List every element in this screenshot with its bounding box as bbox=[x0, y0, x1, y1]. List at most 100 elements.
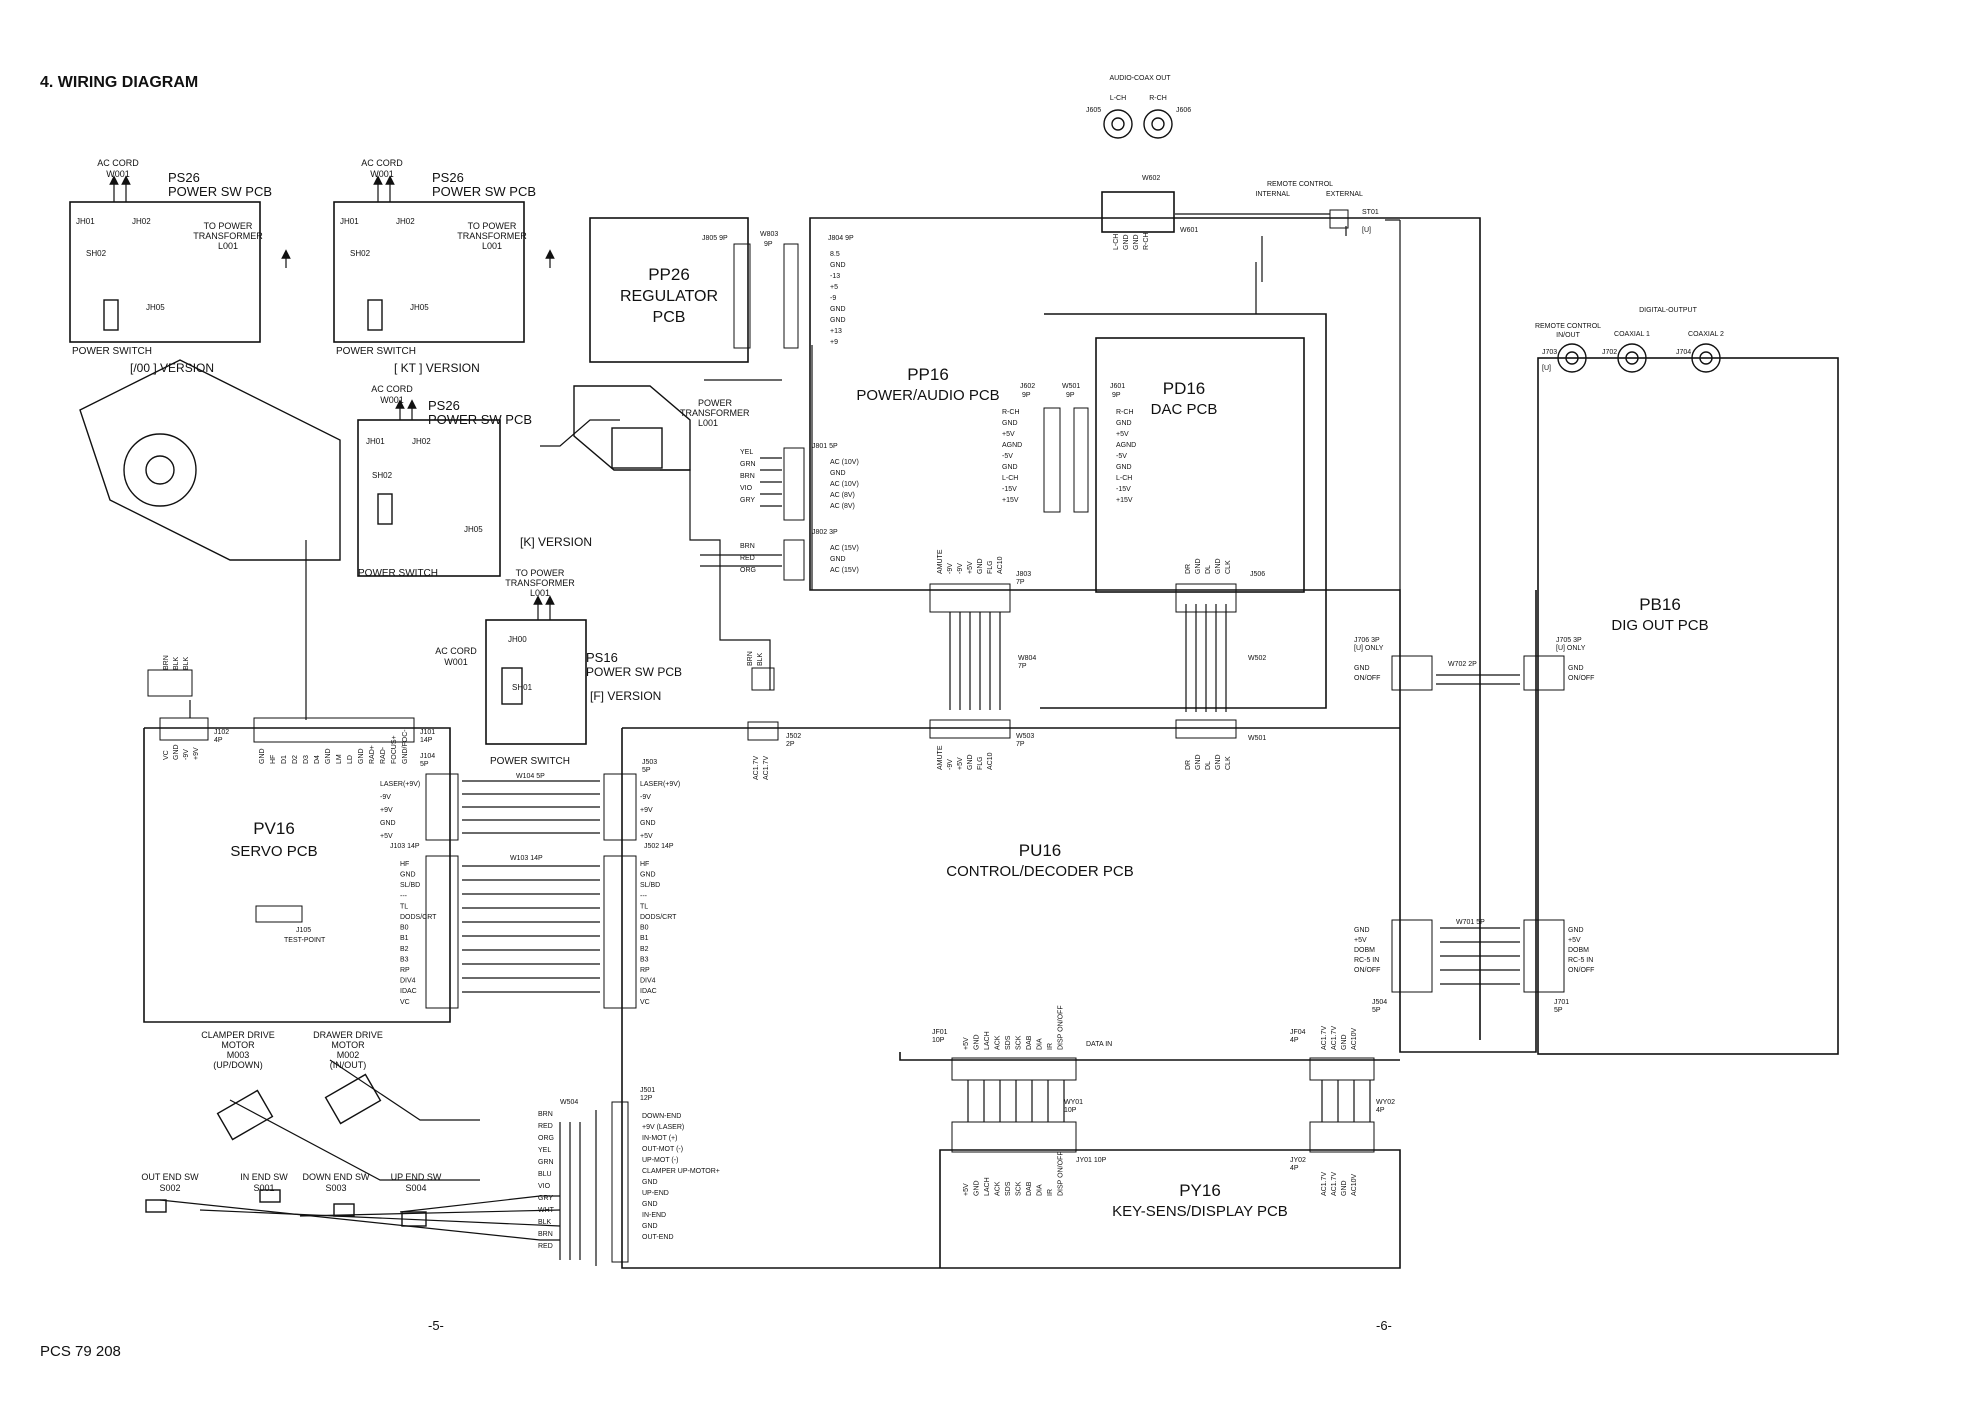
pin-label: GND bbox=[380, 820, 396, 827]
pin-label: AC10V bbox=[1351, 1027, 1358, 1050]
pin-label: IR bbox=[1047, 1189, 1054, 1196]
audio-connector-w601 bbox=[1101, 191, 1175, 233]
label: DIGITAL-OUTPUT bbox=[1639, 307, 1698, 314]
wire-color-label: GRN bbox=[740, 461, 756, 468]
pb16-board bbox=[1537, 357, 1839, 1055]
label: JH05 bbox=[146, 303, 165, 312]
label: 12P bbox=[640, 1095, 653, 1102]
pin-label: GND bbox=[1133, 234, 1140, 250]
pin-label: DOBM bbox=[1354, 947, 1375, 954]
pin-label: GND bbox=[642, 1179, 658, 1186]
switch-label: POWER SWITCH bbox=[336, 346, 416, 357]
board-name: POWER SW PCB bbox=[428, 412, 532, 427]
pin-label: ON/OFF bbox=[1568, 967, 1594, 974]
pin-label: -9V bbox=[640, 794, 651, 801]
label: J704 bbox=[1676, 349, 1691, 356]
switch-label: POWER SWITCH bbox=[358, 568, 438, 579]
board-name: PS26 bbox=[428, 398, 460, 413]
label: J104 bbox=[420, 753, 435, 760]
component-sketches bbox=[79, 109, 1721, 1227]
label: 5P bbox=[1372, 1007, 1381, 1014]
label: POWER bbox=[698, 398, 733, 408]
switch-s003 bbox=[333, 1203, 355, 1217]
wire-color-label: GRY bbox=[538, 1195, 553, 1202]
pin-label: D2 bbox=[292, 755, 299, 764]
label: 5P bbox=[420, 761, 429, 768]
label: [U] bbox=[1542, 365, 1551, 372]
pin-label: GND bbox=[1195, 754, 1202, 770]
pin-label: +5V bbox=[640, 833, 653, 840]
pin-label: -9V bbox=[947, 759, 954, 770]
pin-label: +9V bbox=[193, 747, 200, 760]
pp26-board bbox=[589, 217, 749, 363]
label: J602 bbox=[1020, 383, 1035, 390]
py16-title: PY16 bbox=[1179, 1181, 1221, 1200]
pin-label: GND bbox=[325, 748, 332, 764]
pp16-inner bbox=[1040, 313, 1327, 709]
label: J504 bbox=[1372, 999, 1387, 1006]
pin-label: GND bbox=[640, 820, 656, 827]
pin-label: RC-5 IN bbox=[1568, 957, 1593, 964]
pin-label: +5V bbox=[957, 757, 964, 770]
label: JF04 bbox=[1290, 1029, 1306, 1036]
wire-harnesses bbox=[159, 213, 1520, 1266]
pin-label: AC1.7V bbox=[1331, 1026, 1338, 1050]
board-name: PS16 bbox=[586, 650, 618, 665]
pu16-subtitle: CONTROL/DECODER PCB bbox=[946, 863, 1134, 880]
wire-color-label: GRN bbox=[538, 1159, 554, 1166]
label: WY01 bbox=[1064, 1099, 1083, 1106]
pin-label: AC1.7V bbox=[1321, 1172, 1328, 1196]
label: 2P bbox=[786, 741, 795, 748]
label: W001 bbox=[106, 169, 130, 179]
pin-label: GND bbox=[1341, 1180, 1348, 1196]
pin-label: B0 bbox=[640, 925, 649, 932]
pin-label: AC (15V) bbox=[830, 545, 859, 552]
label: J702 bbox=[1602, 349, 1617, 356]
page-title: 4. WIRING DIAGRAM bbox=[40, 74, 198, 91]
label: W504 bbox=[560, 1099, 578, 1106]
label: AC CORD bbox=[97, 158, 139, 168]
label: REMOTE CONTROL bbox=[1267, 181, 1333, 188]
label: MOTOR bbox=[221, 1040, 255, 1050]
label: J105 bbox=[296, 927, 311, 934]
jack-j704 bbox=[1691, 343, 1721, 373]
label: MOTOR bbox=[331, 1040, 365, 1050]
connector-blocks bbox=[147, 209, 1565, 1263]
switch-title: OUT END SW bbox=[141, 1172, 199, 1182]
label: JH00 bbox=[508, 635, 527, 644]
pin-label: --- bbox=[640, 893, 648, 900]
label: J502 14P bbox=[644, 843, 674, 850]
label: W001 bbox=[380, 395, 404, 405]
pin-label: D3 bbox=[303, 755, 310, 764]
label: JH05 bbox=[464, 525, 483, 534]
switch-s002 bbox=[145, 1199, 167, 1213]
pp16-top bbox=[809, 217, 1481, 1040]
pin-label: AC (8V) bbox=[830, 503, 855, 510]
pin-label: +5V bbox=[1568, 937, 1581, 944]
version-label: [/00 ] VERSION bbox=[130, 361, 214, 375]
label: (IN/OUT) bbox=[330, 1060, 367, 1070]
pin-label: AC (8V) bbox=[830, 492, 855, 499]
label: 7P bbox=[1016, 579, 1025, 586]
pin-label: RP bbox=[640, 967, 650, 974]
pin-label: AGND bbox=[1116, 442, 1136, 449]
switch-s004 bbox=[401, 1211, 427, 1227]
pin-label: DISP ON/OFF bbox=[1058, 1151, 1065, 1196]
label: COAXIAL 1 bbox=[1614, 331, 1650, 338]
label: J503 bbox=[642, 759, 657, 766]
label: REMOTE CONTROL bbox=[1535, 323, 1601, 330]
pp26-subtitle: REGULATOR bbox=[620, 288, 718, 305]
pin-label: SCK bbox=[1016, 1035, 1023, 1050]
wire-color-label: BRN bbox=[740, 543, 755, 550]
label: J506 bbox=[1250, 571, 1265, 578]
label: SH02 bbox=[350, 249, 371, 258]
label: J102 bbox=[214, 729, 229, 736]
pin-label: GND bbox=[830, 556, 846, 563]
pin-label: +5V bbox=[963, 1183, 970, 1196]
pin-label: ACK bbox=[995, 1035, 1002, 1050]
pin-label: -15V bbox=[1116, 486, 1131, 493]
pin-label: LACH bbox=[984, 1177, 991, 1196]
pin-label: AGND bbox=[1002, 442, 1022, 449]
ps26-kt-board bbox=[333, 201, 525, 343]
wire-color-label: BRN bbox=[740, 473, 755, 480]
